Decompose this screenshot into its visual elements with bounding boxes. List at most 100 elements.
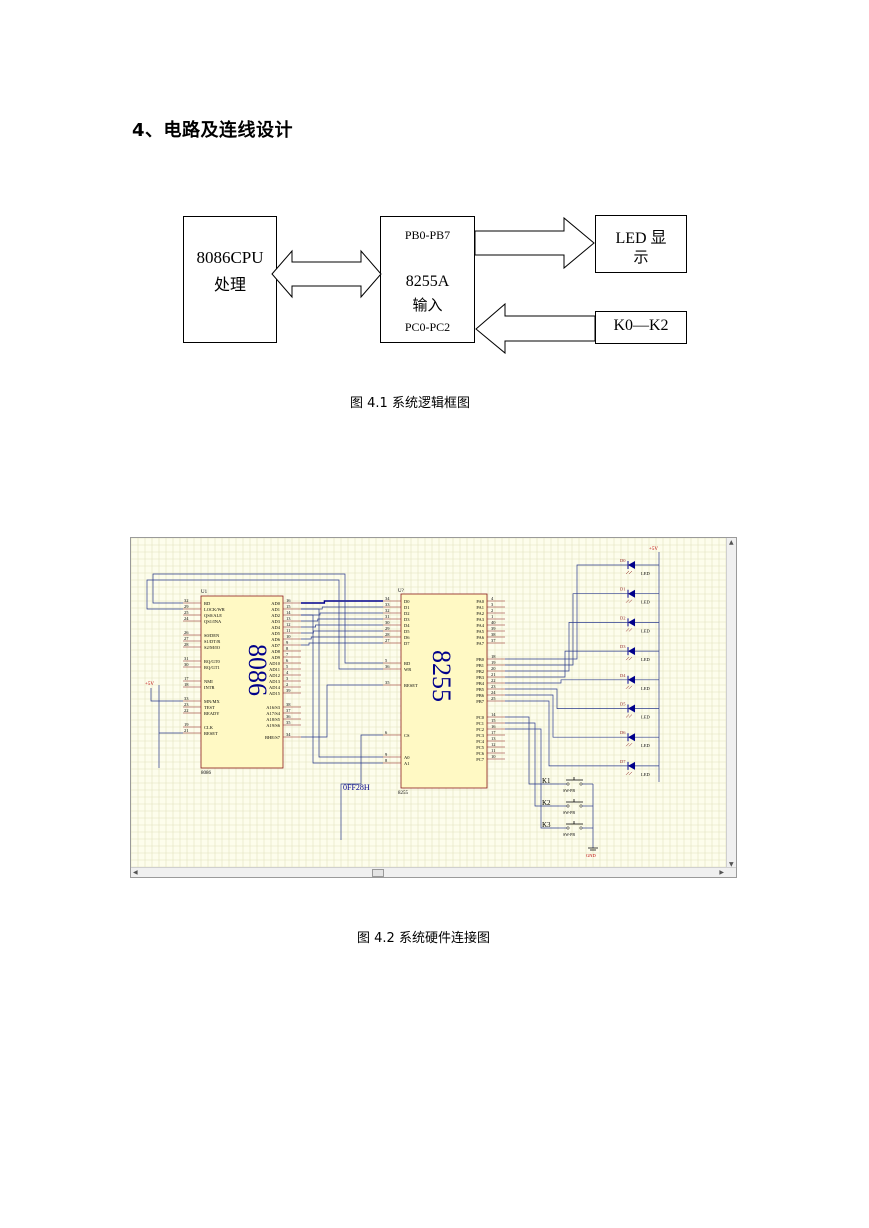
u1-pin-name: AD14 (269, 685, 281, 690)
led-emission-icon (625, 743, 633, 747)
data-bus-wire (301, 630, 383, 634)
u2-pin-number: 14 (491, 712, 496, 717)
u2-pin-number: 18 (491, 654, 496, 659)
u2-pin-name: PC6 (476, 751, 485, 756)
u2-pin-number: 33 (385, 602, 390, 607)
u2-pin-number: 8 (385, 758, 388, 763)
led-drive-wire (505, 650, 628, 678)
data-bus-wire (301, 624, 383, 628)
u2-pin-name: PB4 (476, 681, 485, 686)
key-contact-icon (566, 826, 570, 830)
a1-wire (301, 614, 383, 764)
led-sublabel: 示 (633, 248, 649, 266)
u2-pin-name: PC0 (476, 715, 485, 720)
block-arrows (271, 216, 596, 355)
u2-pin-number: 10 (491, 754, 496, 759)
u1-pin-name: AD4 (271, 625, 280, 630)
key-button-icon (566, 777, 583, 781)
u1-pin-number: 37 (286, 708, 291, 713)
arrow-from-keys (475, 302, 596, 355)
u2-pin-name: PB3 (476, 675, 485, 680)
led-drive-wire (505, 564, 628, 660)
address-label: 0FF28H (343, 783, 370, 792)
led-ref-label: D7 (620, 759, 626, 764)
u1-pin-number: 9 (286, 640, 289, 645)
u1-pin-name: A19/S6 (266, 723, 281, 728)
key-wire (505, 716, 559, 785)
u2-pin-name: PC3 (476, 733, 485, 738)
figure-caption-2: 图 4.2 系统硬件连接图 (357, 931, 490, 946)
u1-pin-number: 30 (184, 662, 189, 667)
u2-pin-name: D3 (404, 617, 410, 622)
key-wire (505, 722, 559, 807)
key-ref-label: K3 (542, 821, 551, 829)
chip-8255-body (400, 593, 488, 789)
u1-pin-number: 29 (184, 604, 189, 609)
led-diode-icon (628, 561, 635, 569)
u1-pin-number: 24 (184, 616, 189, 621)
keys-block (595, 311, 687, 344)
scroll-left-icon[interactable]: ◀ (133, 869, 138, 876)
chip-label: 8255A (405, 273, 450, 290)
u1-pin-number: 25 (184, 610, 189, 615)
cs-wire (340, 734, 383, 840)
u1-pin-name: QS1/INA (204, 619, 222, 624)
u1-pin-number: 8 (286, 646, 289, 651)
u2-pin-name: PC7 (476, 757, 485, 762)
led-ref-label: D0 (620, 558, 626, 563)
u2-pin-number: 31 (385, 614, 390, 619)
u2-pin-number: 19 (491, 660, 496, 665)
u1-pin-number: 11 (286, 628, 290, 633)
u1-pin-name: A16/S3 (266, 705, 281, 710)
u2-pin-name: RESET (404, 683, 418, 688)
u2-pin-name: PC1 (476, 721, 484, 726)
u1-pin-number: 35 (286, 720, 291, 725)
u1-pin-name: AD7 (271, 643, 280, 648)
u2-pin-name: PB0 (476, 657, 485, 662)
key-ref-label: K2 (542, 799, 551, 807)
u1-pin-name: AD5 (271, 631, 280, 636)
u2-pin-name: RD (404, 661, 411, 666)
u2-pin-number: 12 (491, 742, 496, 747)
u2-pin-number: 17 (491, 730, 496, 735)
u1-pin-name: RQ/GT1 (204, 665, 220, 670)
horizontal-scrollbar[interactable]: ◀ ▶ (131, 867, 736, 877)
schematic-canvas: U18086808632RD29LOCK/WR25QS0/ALE24QS1/IN… (131, 538, 727, 869)
u1-pin-name: READY (204, 711, 220, 716)
led-drive-wire (505, 700, 628, 767)
double-arrow (271, 249, 382, 299)
u2-pin-number: 34 (385, 596, 390, 601)
data-bus-wire (301, 642, 383, 646)
key-part-label: SW-PB (563, 810, 575, 815)
u2-pin-name: D2 (404, 611, 410, 616)
arrow-to-led (474, 216, 595, 270)
scroll-down-icon[interactable]: ▼ (729, 861, 734, 868)
led-part-label: LED (641, 571, 650, 576)
u1-pin-name: RD (204, 601, 211, 606)
key-contact-icon (566, 804, 570, 808)
led-emission-icon (625, 714, 633, 718)
u1-pin-name: LOCK/WR (204, 607, 225, 612)
led-emission-icon (625, 685, 633, 689)
scroll-thumb[interactable] (372, 869, 384, 877)
u1-pin-number: 10 (286, 634, 291, 639)
u2-ref-label: U? (398, 589, 405, 594)
led-emission-icon (625, 599, 633, 603)
scroll-up-icon[interactable]: ▲ (729, 539, 734, 546)
u2-pin-number: 36 (385, 664, 390, 669)
u1-pin-name: BHE/S7 (265, 735, 281, 740)
led-emission-icon (625, 570, 633, 575)
u2-pin-number: 38 (491, 632, 496, 637)
vertical-scrollbar[interactable]: ▲ ▼ (726, 538, 736, 869)
scroll-right-icon[interactable]: ▶ (719, 869, 724, 876)
u1-pin-name: S2/M/IO (204, 645, 221, 650)
u1-part-label: 8086 (201, 771, 212, 776)
u2-pin-number: 16 (491, 724, 496, 729)
led-ref-label: D6 (620, 730, 626, 735)
u2-pin-number: 32 (385, 608, 390, 613)
u1-pin-number: 38 (286, 702, 291, 707)
u2-pin-number: 6 (385, 730, 388, 735)
u2-pin-number: 37 (491, 638, 496, 643)
led-label: LED 显 (615, 230, 667, 247)
